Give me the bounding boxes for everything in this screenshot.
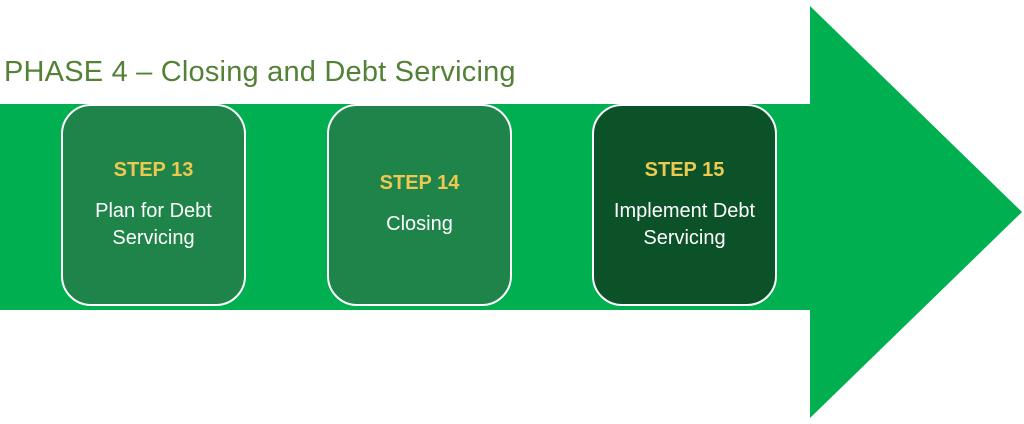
step-13-label: STEP 13 — [113, 158, 194, 181]
step-15-label: STEP 15 — [644, 158, 725, 181]
step-box-13: STEP 13 Plan for Debt Servicing — [61, 104, 246, 306]
step-13-name: Plan for Debt Servicing — [95, 199, 212, 249]
step-15-name: Implement Debt Servicing — [613, 199, 756, 249]
step-14-name: Closing — [386, 213, 453, 235]
step-14-label: STEP 14 — [379, 172, 460, 194]
phase-title: PHASE 4 – Closing and Debt Servicing — [4, 56, 516, 88]
step-box-15: STEP 15 Implement Debt Servicing — [592, 104, 777, 306]
step-box-14: STEP 14 Closing — [327, 104, 512, 306]
